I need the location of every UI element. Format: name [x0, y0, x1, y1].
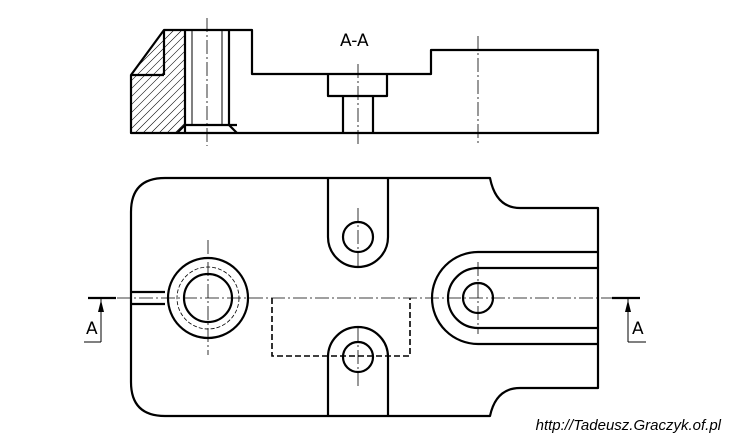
cut-indicator-left: A [84, 296, 116, 343]
section-outline [129, 28, 600, 135]
svg-text:A: A [632, 319, 644, 339]
plan-outline [129, 176, 600, 418]
cut-indicator-right: A [612, 296, 646, 343]
section-hatching [131, 30, 185, 133]
section-view: A-A [129, 18, 600, 146]
credit-url[interactable]: http://Tadeusz.Graczyk.of.pl [535, 417, 721, 434]
section-label: A-A [340, 31, 369, 51]
svg-text:A: A [86, 319, 98, 339]
plan-view: A A [84, 176, 646, 418]
